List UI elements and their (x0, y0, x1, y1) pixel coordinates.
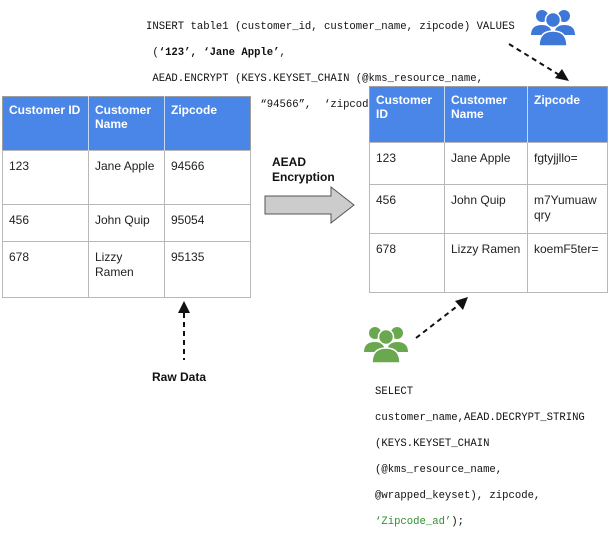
select-to-table-arrow (415, 297, 468, 339)
table-row: 123 Jane Apple fgtyjjllo= (369, 142, 608, 185)
table-row: 456 John Quip m7Yumuaw qry (369, 184, 608, 234)
enc-header-id: Customer ID (369, 86, 445, 143)
raw-cell: Lizzy Ramen (88, 241, 165, 298)
diagram-root: { "insert_code": { "line1": "INSERT tabl… (2, 10, 608, 528)
raw-cell: Jane Apple (88, 150, 165, 205)
raw-data-arrow (178, 301, 190, 360)
table-row: 456 John Quip 95054 (2, 204, 251, 242)
insert-line-3: AEAD.ENCRYPT (KEYS.KEYSET_CHAIN (@kms_re… (146, 73, 483, 85)
raw-cell: 95054 (164, 204, 251, 242)
enc-cell: John Quip (444, 184, 528, 234)
user-group-icon-green (364, 327, 408, 364)
enc-header-zip: Zipcode (527, 86, 608, 143)
enc-header-name: Customer Name (444, 86, 528, 143)
insert-line-2-pre: ( (146, 47, 159, 59)
enc-cell: m7Yumuaw qry (527, 184, 608, 234)
raw-cell: John Quip (88, 204, 165, 242)
raw-cell: 678 (2, 241, 89, 298)
raw-cell: 456 (2, 204, 89, 242)
enc-cell: koemF5ter= (527, 233, 608, 293)
enc-cell: 678 (369, 233, 445, 293)
encryption-arrow (264, 185, 355, 225)
enc-cell: Jane Apple (444, 142, 528, 185)
select-statement: SELECT customer_name,AEAD.DECRYPT_STRING… (375, 373, 585, 542)
select-line-6: ‘Zipcode_ad’); (375, 516, 585, 529)
select-ad-string: ‘Zipcode_ad’ (375, 516, 452, 528)
enc-cell: 456 (369, 184, 445, 234)
insert-line-2: (‘123’, ‘Jane Apple’, (146, 47, 515, 60)
select-line-6-post: ); (451, 516, 465, 528)
raw-data-table: Customer ID Customer Name Zipcode 123 Ja… (2, 96, 251, 298)
select-line-3: (KEYS.KEYSET_CHAIN (375, 438, 490, 450)
select-line-1: SELECT (375, 386, 414, 398)
raw-cell: 94566 (164, 150, 251, 205)
enc-table-header: Customer ID Customer Name Zipcode (369, 86, 608, 143)
raw-cell: 123 (2, 150, 89, 205)
raw-cell: 95135 (164, 241, 251, 298)
select-line-5: @wrapped_keyset), zipcode, (375, 490, 541, 502)
table-row: 678 Lizzy Ramen 95135 (2, 241, 251, 298)
insert-line-2-post: , (279, 47, 286, 59)
encrypted-table: Customer ID Customer Name Zipcode 123 Ja… (369, 86, 608, 293)
raw-table-header: Customer ID Customer Name Zipcode (2, 96, 251, 151)
enc-cell: Lizzy Ramen (444, 233, 528, 293)
encryption-label: AEAD Encryption (272, 155, 335, 184)
enc-cell: fgtyjjllo= (527, 142, 608, 185)
table-row: 123 Jane Apple 94566 (2, 150, 251, 205)
raw-data-label: Raw Data (152, 370, 207, 384)
insert-line-1: INSERT table1 (customer_id, customer_nam… (146, 21, 515, 33)
user-group-icon-blue (531, 10, 575, 47)
insert-values: ‘123’, ‘Jane Apple’ (158, 47, 280, 59)
raw-header-zip: Zipcode (164, 96, 251, 151)
select-line-4: (@kms_resource_name, (375, 464, 503, 476)
raw-header-name: Customer Name (88, 96, 165, 151)
enc-cell: 123 (369, 142, 445, 185)
raw-header-id: Customer ID (2, 96, 89, 151)
select-line-2: customer_name,AEAD.DECRYPT_STRING (375, 412, 585, 424)
insert-to-table-arrow (508, 43, 569, 81)
table-row: 678 Lizzy Ramen koemF5ter= (369, 233, 608, 293)
